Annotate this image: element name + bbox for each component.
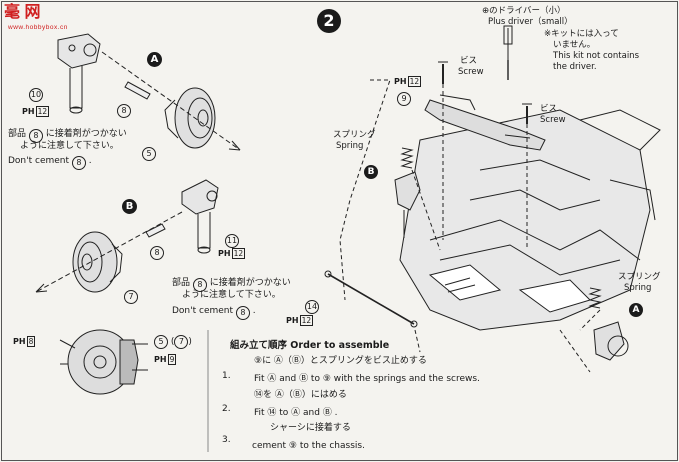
cement-b-en: Don't cement 8 . — [172, 304, 256, 320]
section-a-label: A — [147, 52, 162, 67]
step-number: 2 — [317, 9, 341, 33]
cement-a-en: Don't cement 8 . — [8, 154, 92, 170]
screw-jp-1: ビス — [460, 56, 478, 66]
part-5-7-label: 5 (7) — [154, 335, 192, 349]
part-11: 11 — [225, 234, 239, 248]
screw-jp-2: ビス — [540, 104, 558, 114]
assembly-axis-b — [35, 211, 183, 293]
screws-top — [438, 61, 532, 124]
completed-hub — [59, 329, 148, 395]
watermark-logo: 毫 网 — [4, 4, 41, 21]
spring-jp-2: スプリング — [618, 272, 661, 282]
tool-note-jp2: いません。 — [553, 40, 596, 50]
knuckle-a — [57, 33, 101, 114]
section-a-ref: A — [629, 303, 643, 317]
cement-b-jp1: 部品 8 に接着剤がつかない — [172, 276, 291, 292]
tool-note-en2: the driver. — [553, 62, 597, 72]
step2-num: 2. — [222, 404, 231, 414]
knuckle-b — [181, 179, 219, 254]
guide-lines — [339, 79, 601, 373]
arrow-a — [228, 140, 241, 151]
driver-tool — [503, 25, 513, 80]
part-10: 10 — [29, 88, 43, 102]
part-14: 14 — [305, 300, 319, 314]
pin-8-b — [145, 223, 166, 238]
spring-left — [394, 147, 421, 238]
assembly-title: 組み立て順序 Order to assemble — [230, 340, 390, 351]
suspension-arm-9 — [424, 94, 546, 151]
part-8-a: 8 — [117, 104, 131, 118]
step3-jp: シャーシに接着する — [270, 423, 351, 433]
assembly-axis-a — [101, 51, 241, 151]
screw-en-1: Screw — [458, 67, 484, 77]
tool-note-en1: This kit not contains — [553, 51, 639, 61]
part-9: 9 — [397, 92, 411, 106]
tool-name-en: Plus driver（small） — [488, 17, 573, 27]
step3-num: 3. — [222, 435, 231, 445]
step2-en: Fit ⑭ to Ⓐ and Ⓑ . — [254, 408, 338, 418]
cement-b-jp2: ように注意して下さい。 — [182, 290, 281, 300]
part-7-b: 7 — [124, 290, 138, 304]
step1-num: 1. — [222, 371, 231, 381]
step3-en: cement ⑨ to the chassis. — [252, 441, 365, 451]
pin-8-a — [124, 81, 151, 100]
tool-note-jp1: ※キットには入って — [544, 29, 619, 39]
section-b-label: B — [122, 199, 137, 214]
step1-en: Fit Ⓐ and Ⓑ to ⑨ with the springs and th… — [254, 374, 480, 384]
part-5-a: 5 — [142, 147, 156, 161]
tool-name-jp: ⊕のドライバー（小） — [482, 6, 566, 16]
spring-jp-1: スプリング — [333, 130, 376, 140]
step2-jp: ⑭を Ⓐ（Ⓑ）にはめる — [254, 390, 347, 400]
part-8-b: 8 — [150, 246, 164, 260]
arrow-b — [35, 283, 48, 293]
hub-disc-a — [164, 87, 216, 149]
section-b-ref: B — [364, 165, 378, 179]
tie-rod-14 — [324, 270, 418, 328]
spring-right — [588, 287, 629, 361]
hub-disc-b — [72, 231, 123, 293]
screw-en-2: Screw — [540, 115, 566, 125]
watermark-url: www.hobbybox.cn — [8, 24, 68, 31]
chassis — [399, 109, 661, 331]
spring-en-1: Spring — [336, 141, 364, 151]
spring-en-2: Spring — [624, 283, 652, 293]
cement-a-jp1: 部品 8 に接着剤がつかない — [8, 127, 127, 143]
step1-jp: ⑨に Ⓐ（Ⓑ）とスプリングをビス止めする — [254, 356, 427, 366]
cement-a-jp2: ように注意して下さい。 — [20, 141, 119, 151]
